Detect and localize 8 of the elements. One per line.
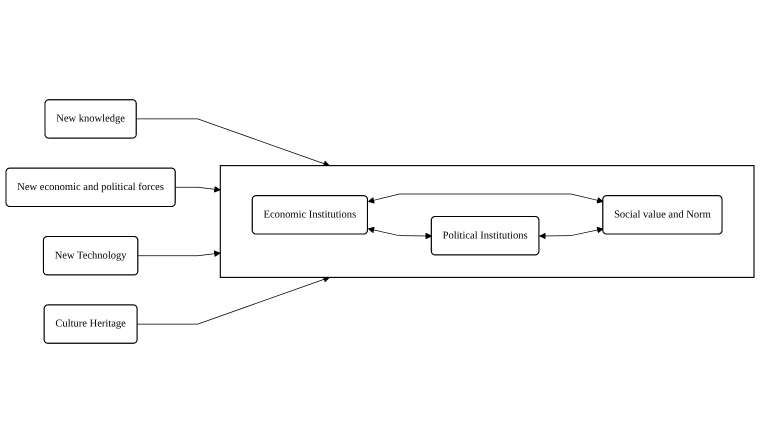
arrow <box>368 226 432 240</box>
arrow <box>174 186 221 193</box>
arrow <box>137 250 221 258</box>
arrow <box>136 118 330 167</box>
arrow <box>539 226 604 240</box>
arrow <box>368 194 604 204</box>
arrow <box>136 276 330 324</box>
cluster <box>220 165 755 278</box>
